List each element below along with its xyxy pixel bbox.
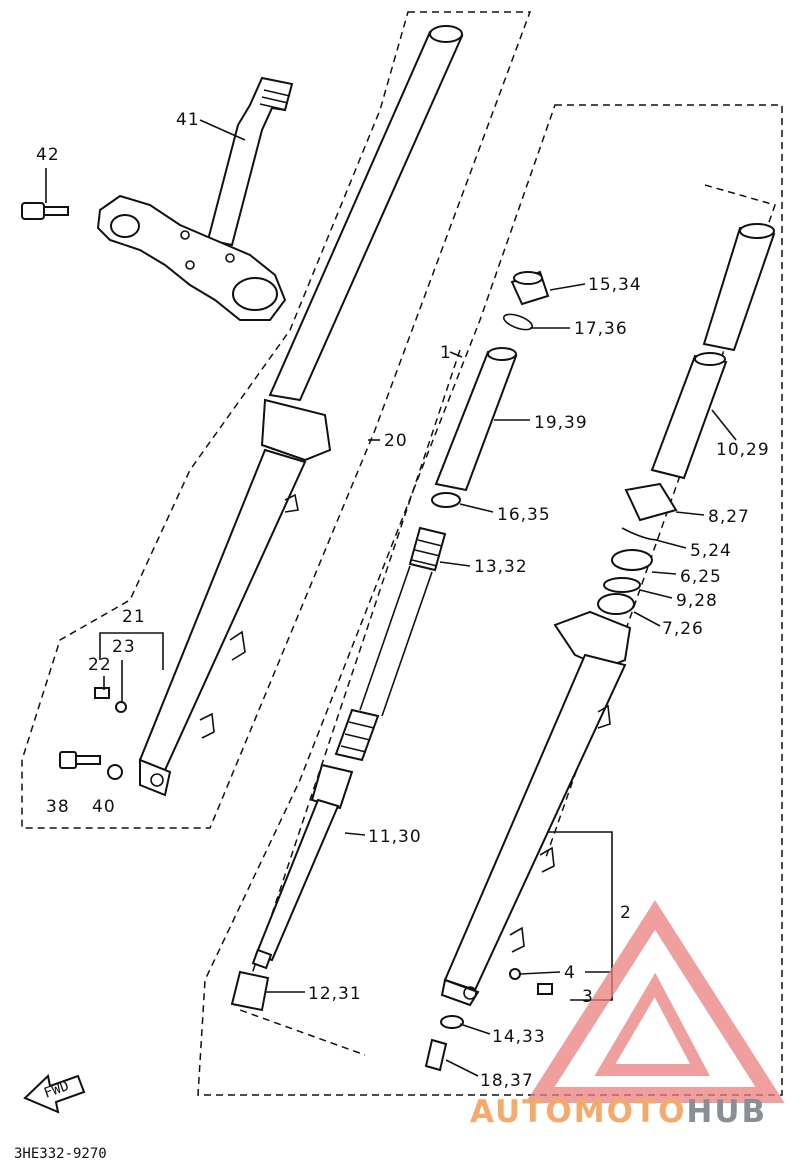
callout-18-37: 18,37 <box>480 1071 534 1091</box>
steering-stem <box>206 76 294 247</box>
bolt-42 <box>21 202 69 220</box>
bolt-18 <box>424 1038 448 1072</box>
callout-23: 23 <box>112 637 136 657</box>
callout-20: 20 <box>384 431 408 451</box>
o-ring-17 <box>502 313 534 331</box>
callout-13-32: 13,32 <box>474 557 528 577</box>
washer-16 <box>431 492 461 508</box>
washer-14 <box>440 1015 464 1029</box>
callout-6-25: 6,25 <box>680 567 722 587</box>
diagram-code: 3HE332-9270 <box>14 1146 107 1162</box>
bolt-3 <box>537 983 553 995</box>
callout-12-31: 12,31 <box>308 984 362 1004</box>
washer-9 <box>603 577 641 593</box>
washer-40 <box>107 764 123 780</box>
under-bracket <box>96 194 287 321</box>
watermark-text: AUTOMOTOHUB <box>470 1094 767 1130</box>
watermark-triangle-logo <box>525 900 785 1103</box>
watermark-moto: MOTO <box>574 1094 687 1130</box>
callout-11-30: 11,30 <box>368 827 422 847</box>
callout-5-24: 5,24 <box>690 541 732 561</box>
callout-17-36: 17,36 <box>574 319 628 339</box>
assembly-boundary-right <box>197 104 783 1096</box>
oil-seal-6 <box>611 549 653 571</box>
callout-15-34: 15,34 <box>588 275 642 295</box>
callout-42: 42 <box>36 145 60 165</box>
outer-tube-right <box>440 610 632 1007</box>
bolt-38 <box>59 751 101 769</box>
bushing-7 <box>597 593 635 615</box>
washer-4 <box>509 968 521 980</box>
callout-19-39: 19,39 <box>534 413 588 433</box>
inner-tube-10 <box>650 223 776 480</box>
leader-lines <box>45 119 737 1077</box>
callout-40: 40 <box>92 797 116 817</box>
callout-22: 22 <box>88 655 112 675</box>
callout-38: 38 <box>46 797 70 817</box>
callout-10-29: 10,29 <box>716 440 770 460</box>
damper-boundary <box>239 349 461 1056</box>
fwd-arrow-icon: FWD <box>23 1074 86 1114</box>
callout-41: 41 <box>176 110 200 130</box>
callout-8-27: 8,27 <box>708 507 750 527</box>
bolt-22 <box>94 687 110 699</box>
spring-13 <box>334 526 447 762</box>
piece-12 <box>230 970 270 1012</box>
damper-rod-11 <box>251 763 354 970</box>
callout-16-35: 16,35 <box>497 505 551 525</box>
outer-tube-left <box>138 25 464 797</box>
cap-bolt-15 <box>510 270 550 306</box>
callout-1: 1 <box>440 343 452 363</box>
inner-fork-boundary <box>544 184 776 861</box>
callout-21: 21 <box>122 607 146 627</box>
callout-9-28: 9,28 <box>676 591 718 611</box>
clip-5 <box>621 527 659 541</box>
callout-3: 3 <box>582 987 594 1007</box>
dust-seal-8 <box>624 482 678 522</box>
callout-labels: 41 42 21 23 22 38 40 20 1 15,34 17,36 19… <box>36 110 770 1091</box>
callout-14-33: 14,33 <box>492 1027 546 1047</box>
assembly-boundary-left <box>21 11 532 829</box>
washer-23 <box>115 701 127 713</box>
watermark-auto: AUTO <box>470 1094 574 1130</box>
spacer-19 <box>434 347 518 492</box>
watermark-hub: HUB <box>686 1094 767 1130</box>
callout-2: 2 <box>620 903 632 923</box>
watermark: AUTOMOTOHUB <box>470 900 785 1130</box>
callout-4: 4 <box>564 963 576 983</box>
callout-7-26: 7,26 <box>662 619 704 639</box>
